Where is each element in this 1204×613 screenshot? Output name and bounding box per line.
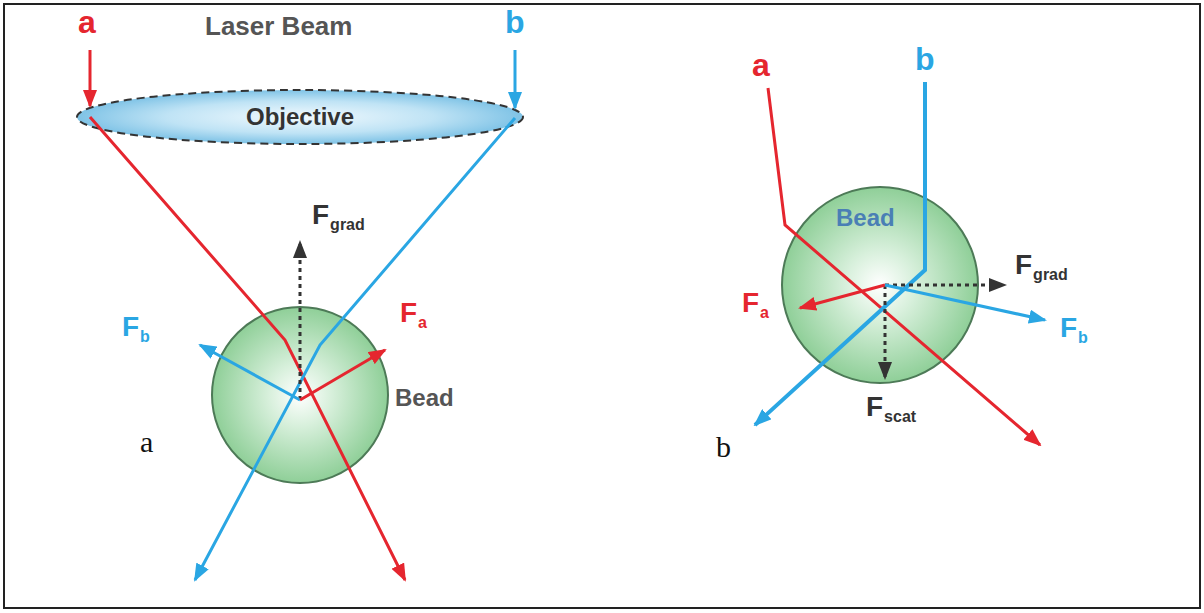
force-subscript: b	[140, 328, 150, 346]
force-subscript: grad	[330, 216, 365, 234]
beam-label: a	[752, 48, 770, 83]
force-subscript: grad	[1033, 266, 1068, 284]
force-label: F	[312, 200, 329, 231]
force-label: F	[742, 288, 759, 319]
force-label: F	[400, 298, 417, 329]
force-subscript: a	[418, 314, 427, 332]
force-label: F	[1060, 313, 1077, 344]
panel-letter: b	[716, 430, 731, 463]
shape-label: Objective	[246, 104, 354, 130]
objective-lens: Objective	[75, 88, 525, 146]
shape-label: Bead	[836, 205, 895, 231]
beam-label: b	[915, 42, 935, 77]
panel-letter: a	[140, 425, 153, 458]
force-label: F	[1015, 250, 1032, 281]
title-label: Laser Beam	[205, 12, 352, 41]
force-subscript: scat	[884, 408, 916, 426]
force-label: F	[122, 312, 139, 343]
beam-label: b	[505, 5, 525, 40]
force-subscript: a	[760, 304, 769, 322]
force-label: F	[866, 392, 883, 423]
shape-label: Bead	[395, 385, 454, 411]
force-subscript: b	[1078, 329, 1088, 347]
beam-label: a	[78, 5, 96, 40]
